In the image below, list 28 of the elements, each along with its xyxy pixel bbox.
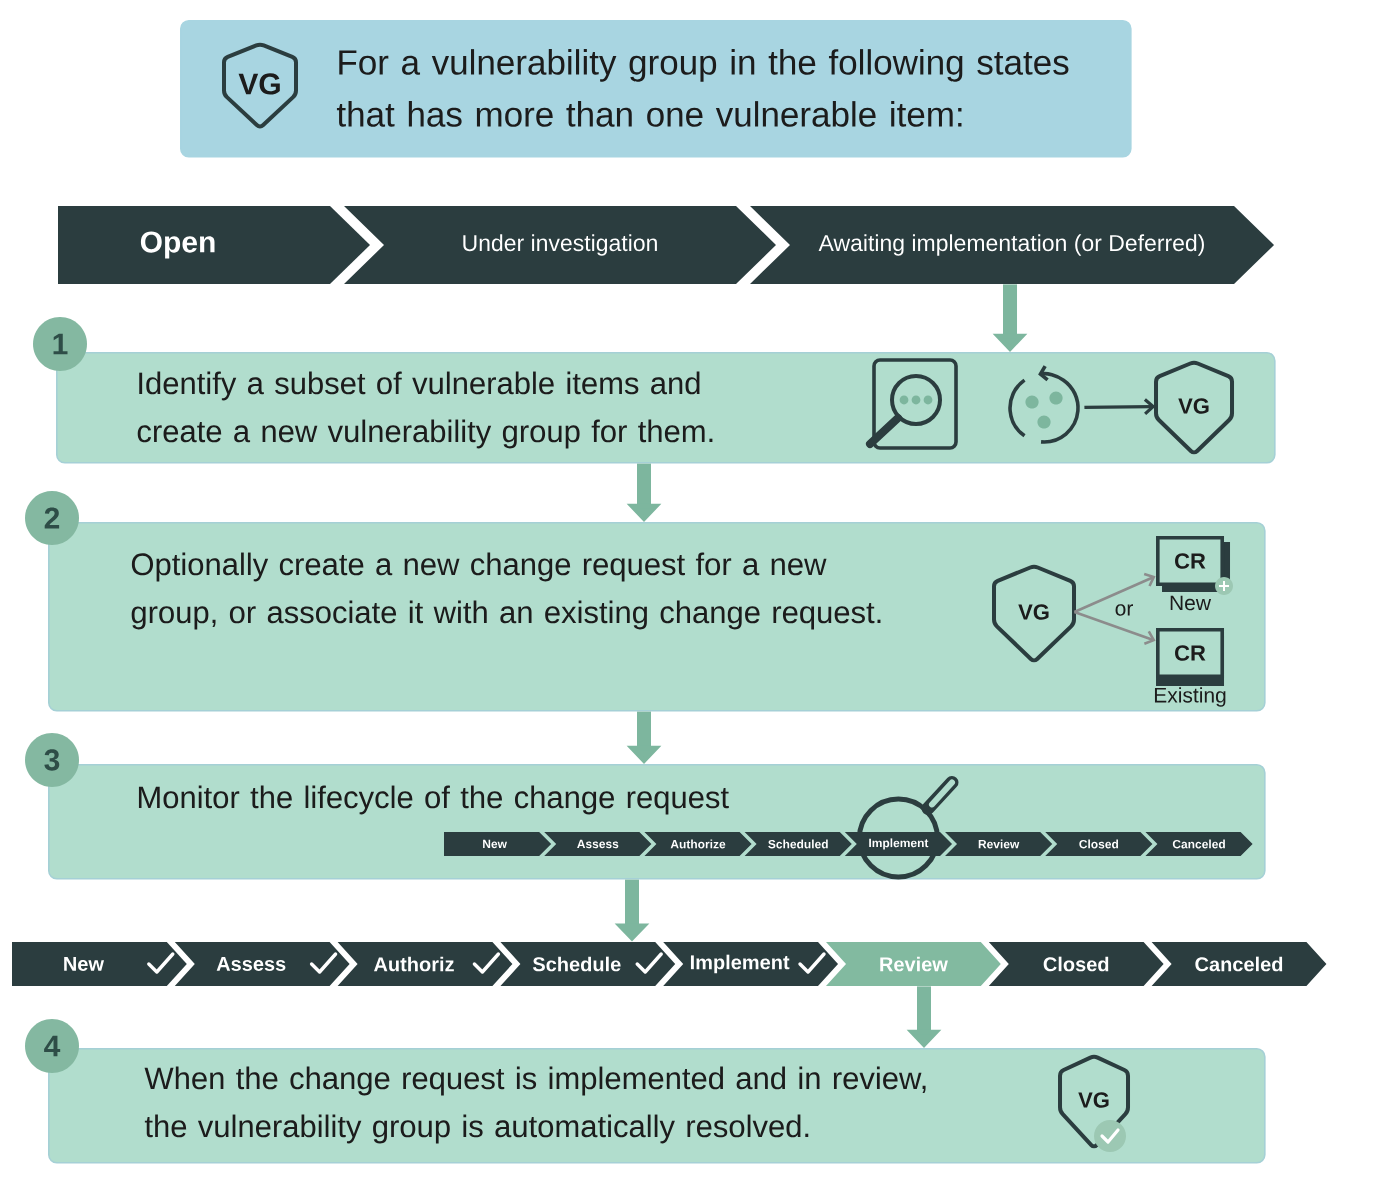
status-step: Assess [174, 942, 350, 986]
status-step: Authoriz [337, 942, 513, 986]
card-caption: Existing [1154, 687, 1226, 707]
status-step: Implement [663, 942, 838, 986]
number-badge: 4 [25, 1019, 79, 1073]
status-step: New [12, 942, 187, 986]
status-step: Canceled [1151, 942, 1327, 986]
card-caption: New [1170, 595, 1212, 611]
shield-badge: VG [222, 42, 298, 129]
shield-badge: VG [992, 564, 1076, 663]
arrow [1073, 610, 1156, 646]
node-label: Open [140, 231, 215, 259]
number-badge: 2 [25, 491, 79, 545]
number-badge: 3 [25, 733, 79, 787]
cycle-icon [1008, 365, 1080, 444]
arrow [1073, 572, 1156, 614]
stage-step: Under investigation [344, 206, 776, 284]
stage-step: Awaiting implementation (or Deferred) [750, 206, 1274, 284]
node-label: Awaiting implementation (or Deferred) [818, 234, 1204, 256]
node-label: Under investigation [463, 234, 657, 256]
shield-badge: VG [1154, 360, 1234, 455]
branch-label: or [1115, 604, 1133, 616]
stage-step: Open [58, 206, 370, 284]
status-step: Review [826, 942, 1001, 986]
status-step: Closed [988, 942, 1164, 986]
arrow [1084, 398, 1156, 416]
number-badge: 1 [33, 317, 87, 371]
status-step: Schedule [500, 942, 676, 986]
